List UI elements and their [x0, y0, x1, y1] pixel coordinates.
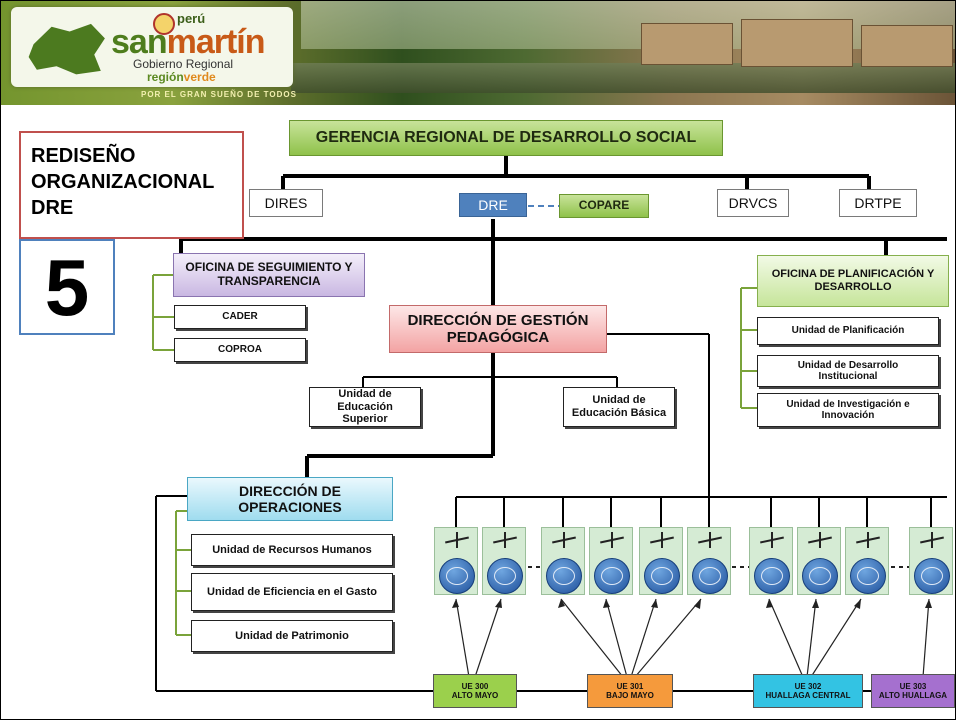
logo-region-start: región	[147, 70, 184, 84]
direccion-gestion-box: DIRECCIÓN DE GESTIÓN PEDAGÓGICA	[389, 305, 607, 353]
logo: perú sanmartín Gobierno Regional regiónv…	[11, 7, 293, 87]
logo-brand-start: san	[111, 23, 168, 61]
copare-box: COPARE	[559, 194, 649, 218]
logo-brand-end: martín	[166, 23, 266, 61]
school-globe-icon	[749, 527, 793, 595]
school-globe-icon	[482, 527, 526, 595]
drvcs-box: DRVCS	[717, 189, 789, 217]
ue-name: BAJO MAYO	[606, 691, 654, 700]
banner-slogan: POR EL GRAN SUEÑO DE TODOS	[141, 90, 297, 99]
title-line-3: DRE	[31, 197, 74, 219]
ue-code: UE 303	[899, 682, 927, 691]
unidad-desarrollo-box: Unidad de Desarrollo Institucional	[757, 355, 939, 387]
ue-301-box: UE 301 BAJO MAYO	[587, 674, 673, 708]
school-globe-icon	[541, 527, 585, 595]
direccion-operaciones-box: DIRECCIÓN DE OPERACIONES	[187, 477, 393, 521]
coproa-box: COPROA	[174, 338, 306, 362]
oficina-seguimiento-box: OFICINA DE SEGUIMIENTO Y TRANSPARENCIA	[173, 253, 365, 297]
school-globe-icon	[845, 527, 889, 595]
logo-peru: perú	[177, 11, 206, 26]
ue-303-box: UE 303 ALTO HUALLAGA	[871, 674, 955, 708]
unidad-investigacion-box: Unidad de Investigación e Innovación	[757, 393, 939, 427]
school-globe-icon	[909, 527, 953, 595]
cader-box: CADER	[174, 305, 306, 329]
unidad-basica-box: Unidad de Educación Básica	[563, 387, 675, 427]
title-line-2: ORGANIZACIONAL	[31, 171, 215, 193]
unidad-rrhh-box: Unidad de Recursos Humanos	[191, 534, 393, 566]
slide-number: 5	[19, 239, 115, 335]
banner-hut	[861, 25, 953, 67]
ue-code: UE 302	[794, 682, 822, 691]
logo-region-end: verde	[183, 70, 216, 84]
oficina-planificacion-box: OFICINA DE PLANIFICACIÓN Y DESARROLLO	[757, 255, 949, 307]
unidad-eficiencia-box: Unidad de Eficiencia en el Gasto	[191, 573, 393, 611]
school-globe-icon	[797, 527, 841, 595]
ue-name: ALTO MAYO	[451, 691, 499, 700]
ue-code: UE 300	[461, 682, 489, 691]
drtpe-box: DRTPE	[839, 189, 917, 217]
gerencia-box: GERENCIA REGIONAL DE DESARROLLO SOCIAL	[289, 120, 723, 156]
unidad-superior-box: Unidad de Educación Superior	[309, 387, 421, 427]
unidad-patrimonio-box: Unidad de Patrimonio	[191, 620, 393, 652]
logo-subtitle: Gobierno Regional	[133, 57, 234, 71]
school-globe-icon	[639, 527, 683, 595]
school-globe-icon	[434, 527, 478, 595]
logo-brand: sanmartín	[111, 23, 266, 62]
logo-region-verde: regiónverde	[147, 70, 216, 84]
school-globe-icon	[589, 527, 633, 595]
banner-river	[291, 63, 955, 93]
ue-302-box: UE 302 HUALLAGA CENTRAL	[753, 674, 863, 708]
title-line-1: REDISEÑO	[31, 145, 136, 167]
unidad-planificacion-box: Unidad de Planificación	[757, 317, 939, 345]
dre-box: DRE	[459, 193, 527, 217]
ue-code: UE 301	[616, 682, 644, 691]
slide-title: REDISEÑO ORGANIZACIONAL DRE	[19, 131, 244, 239]
regional-emblem-icon	[153, 13, 175, 35]
header-banner: perú sanmartín Gobierno Regional regiónv…	[1, 1, 955, 105]
ue-name: HUALLAGA CENTRAL	[765, 691, 851, 700]
dires-box: DIRES	[249, 189, 323, 217]
banner-hut	[741, 19, 853, 67]
ue-name: ALTO HUALLAGA	[878, 691, 948, 700]
ue-300-box: UE 300 ALTO MAYO	[433, 674, 517, 708]
school-globe-icon	[687, 527, 731, 595]
banner-hut	[641, 23, 733, 65]
